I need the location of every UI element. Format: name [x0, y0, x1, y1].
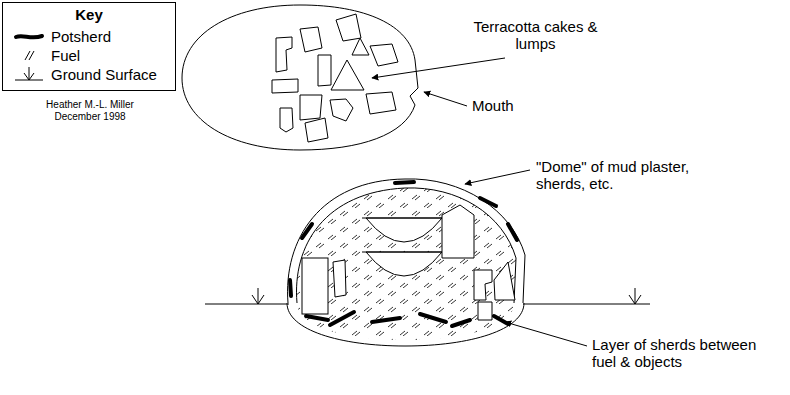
leader-lines [372, 58, 587, 346]
legend-heading: Key [13, 6, 165, 23]
plan-view [182, 5, 418, 150]
legend-sample [13, 66, 45, 83]
callout-label: "Dome" of mud plaster, sherds, etc. [536, 158, 726, 193]
date-credit: December 1998 [30, 111, 150, 123]
legend-label: Potsherd [51, 28, 111, 45]
legend-entry: Potsherd [13, 27, 165, 46]
legend-sample [13, 47, 45, 64]
legend-entry: Ground Surface [13, 65, 165, 84]
legend-box: KeyPotsherdFuelGround Surface [2, 2, 176, 91]
legend-sample [13, 28, 45, 45]
legend-label: Ground Surface [51, 66, 157, 83]
author-credit: Heather M.-L. Miller [30, 99, 150, 111]
callout-label: Terracotta cakes & lumps [468, 18, 603, 53]
callout-label: Mouth [472, 97, 542, 114]
legend-entry: Fuel [13, 46, 165, 65]
callout-label: Layer of sherds between fuel & objects [592, 336, 767, 371]
legend-label: Fuel [51, 47, 80, 64]
section-view [205, 179, 650, 346]
